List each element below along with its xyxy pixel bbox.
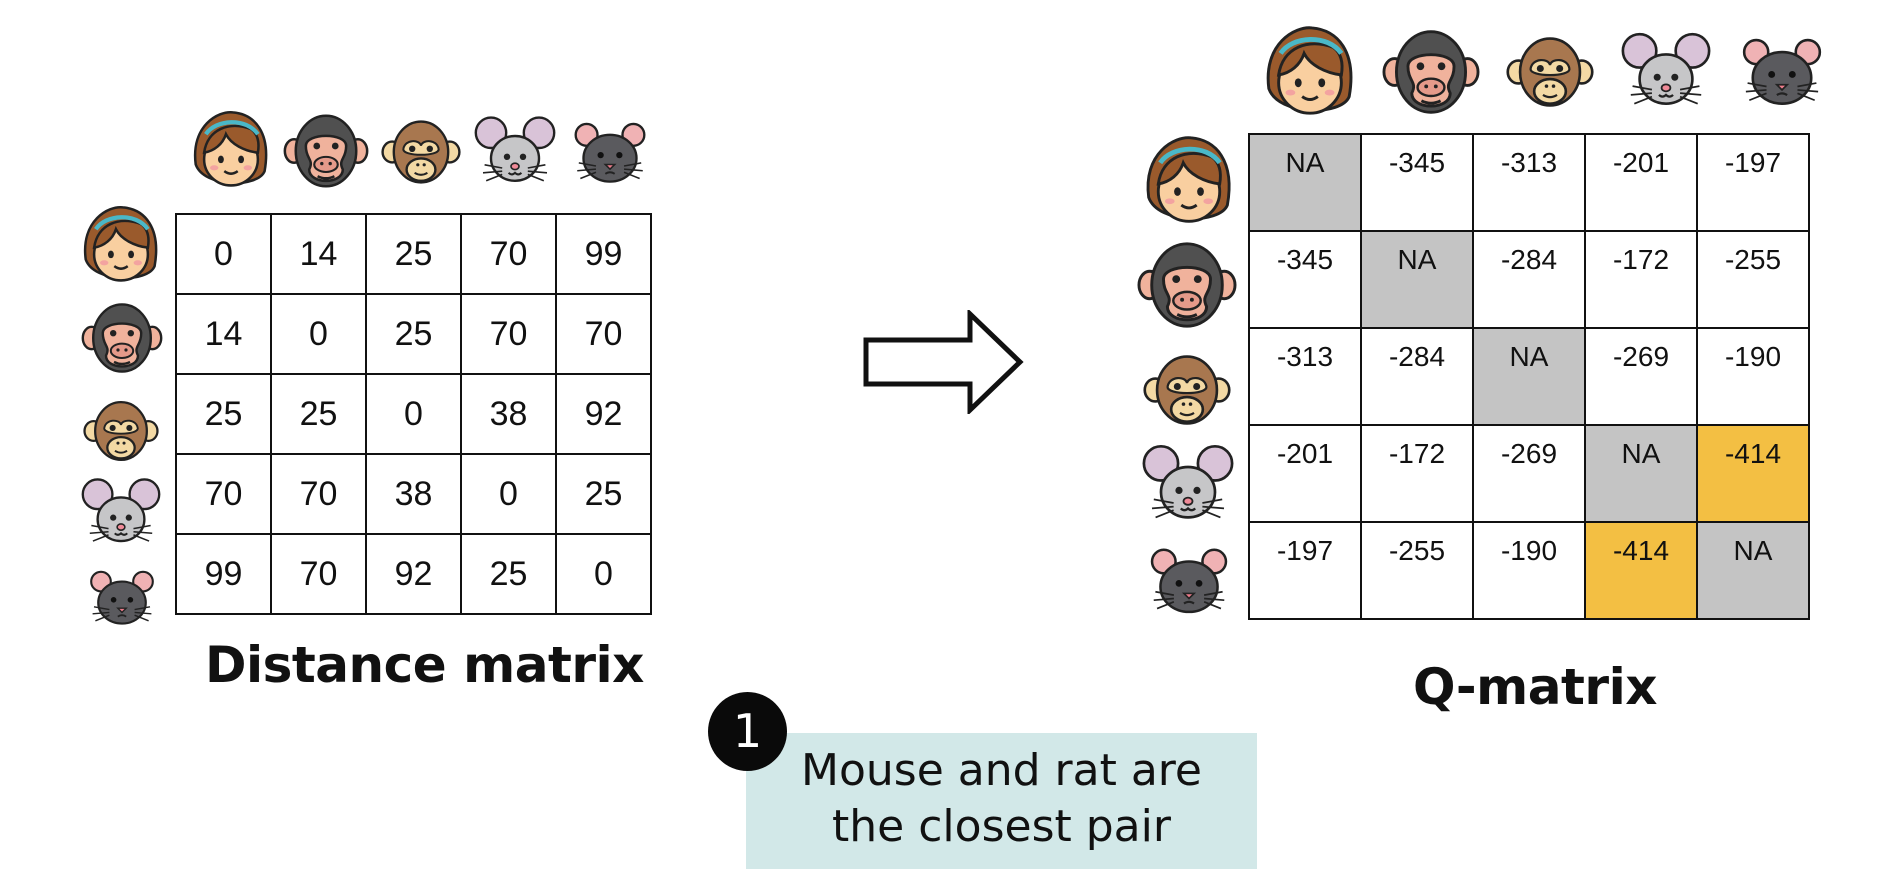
distance-cell: 0	[460, 453, 557, 535]
girl-face-icon	[195, 112, 266, 185]
q-cell: -345	[1360, 133, 1474, 232]
note-line: Mouse and rat are	[801, 745, 1202, 796]
distance-cell: 70	[460, 213, 557, 295]
q-matrix-caption: Q-matrix	[1413, 658, 1657, 716]
q-cell: NA	[1248, 133, 1362, 232]
girl-face-icon	[1268, 28, 1351, 113]
distance-cell: 25	[270, 373, 367, 455]
distance-cell: 0	[175, 213, 272, 295]
q-cell: -345	[1248, 230, 1362, 329]
mouse-face-icon	[474, 116, 556, 183]
monkey-face-icon	[83, 400, 159, 462]
distance-cell: 25	[555, 453, 652, 535]
q-cell: -269	[1584, 327, 1698, 426]
q-cell: -284	[1360, 327, 1474, 426]
mouse-face-icon	[81, 478, 161, 543]
matrix-row: NA-345-313-201-197	[1248, 133, 1810, 232]
girl-face-icon	[85, 207, 156, 280]
q-cell: -313	[1248, 327, 1362, 426]
q-cell: -190	[1472, 521, 1586, 620]
distance-cell: 25	[460, 533, 557, 615]
monkey-face-icon	[1143, 355, 1231, 425]
chimpanzee-face-icon	[1137, 242, 1237, 328]
monkey-face-icon	[381, 120, 461, 184]
distance-cell: 38	[460, 373, 557, 455]
distance-cell: 14	[175, 293, 272, 375]
distance-cell: 70	[460, 293, 557, 375]
girl-face-icon	[1148, 138, 1229, 222]
rat-face-icon	[1150, 548, 1228, 614]
distance-cell: 14	[270, 213, 367, 295]
note-line: the closest pair	[832, 801, 1171, 852]
rat-face-icon	[89, 570, 155, 625]
q-cell: -255	[1360, 521, 1474, 620]
distance-cell: 99	[555, 213, 652, 295]
distance-cell: 70	[555, 293, 652, 375]
rat-face-icon	[574, 122, 646, 183]
distance-cell: 0	[365, 373, 462, 455]
chimpanzee-face-icon	[283, 114, 369, 188]
q-cell: NA	[1584, 424, 1698, 523]
q-cell: -414	[1696, 424, 1810, 523]
mouse-face-icon	[1621, 32, 1711, 106]
chimpanzee-face-icon	[1382, 29, 1480, 115]
distance-cell: 25	[365, 293, 462, 375]
q-cell: -269	[1472, 424, 1586, 523]
distance-cell: 92	[365, 533, 462, 615]
q-cell: NA	[1696, 521, 1810, 620]
note-box: Mouse and rat are the closest pair	[746, 733, 1257, 869]
distance-cell: 70	[270, 533, 367, 615]
distance-cell: 70	[175, 453, 272, 535]
q-cell: -190	[1696, 327, 1810, 426]
q-cell: -201	[1248, 424, 1362, 523]
distance-cell: 25	[175, 373, 272, 455]
distance-cell: 70	[270, 453, 367, 535]
q-cell: NA	[1360, 230, 1474, 329]
chimpanzee-face-icon	[81, 302, 163, 374]
q-cell: -414	[1584, 521, 1698, 620]
q-cell: -172	[1584, 230, 1698, 329]
distance-cell: 0	[270, 293, 367, 375]
step-number-badge: 1	[708, 692, 787, 771]
monkey-face-icon	[1506, 37, 1594, 107]
rat-face-icon	[1742, 38, 1822, 106]
distance-cell: 38	[365, 453, 462, 535]
q-cell: -284	[1472, 230, 1586, 329]
q-cell: -172	[1360, 424, 1474, 523]
mouse-face-icon	[1142, 444, 1234, 519]
q-cell: NA	[1472, 327, 1586, 426]
distance-cell: 0	[555, 533, 652, 615]
distance-cell: 99	[175, 533, 272, 615]
q-cell: -255	[1696, 230, 1810, 329]
q-cell: -197	[1248, 521, 1362, 620]
distance-cell: 92	[555, 373, 652, 455]
q-cell: -313	[1472, 133, 1586, 232]
distance-matrix-caption: Distance matrix	[205, 636, 644, 694]
q-cell: -201	[1584, 133, 1698, 232]
q-cell: -197	[1696, 133, 1810, 232]
right-arrow-icon	[863, 310, 1024, 414]
distance-cell: 25	[365, 213, 462, 295]
